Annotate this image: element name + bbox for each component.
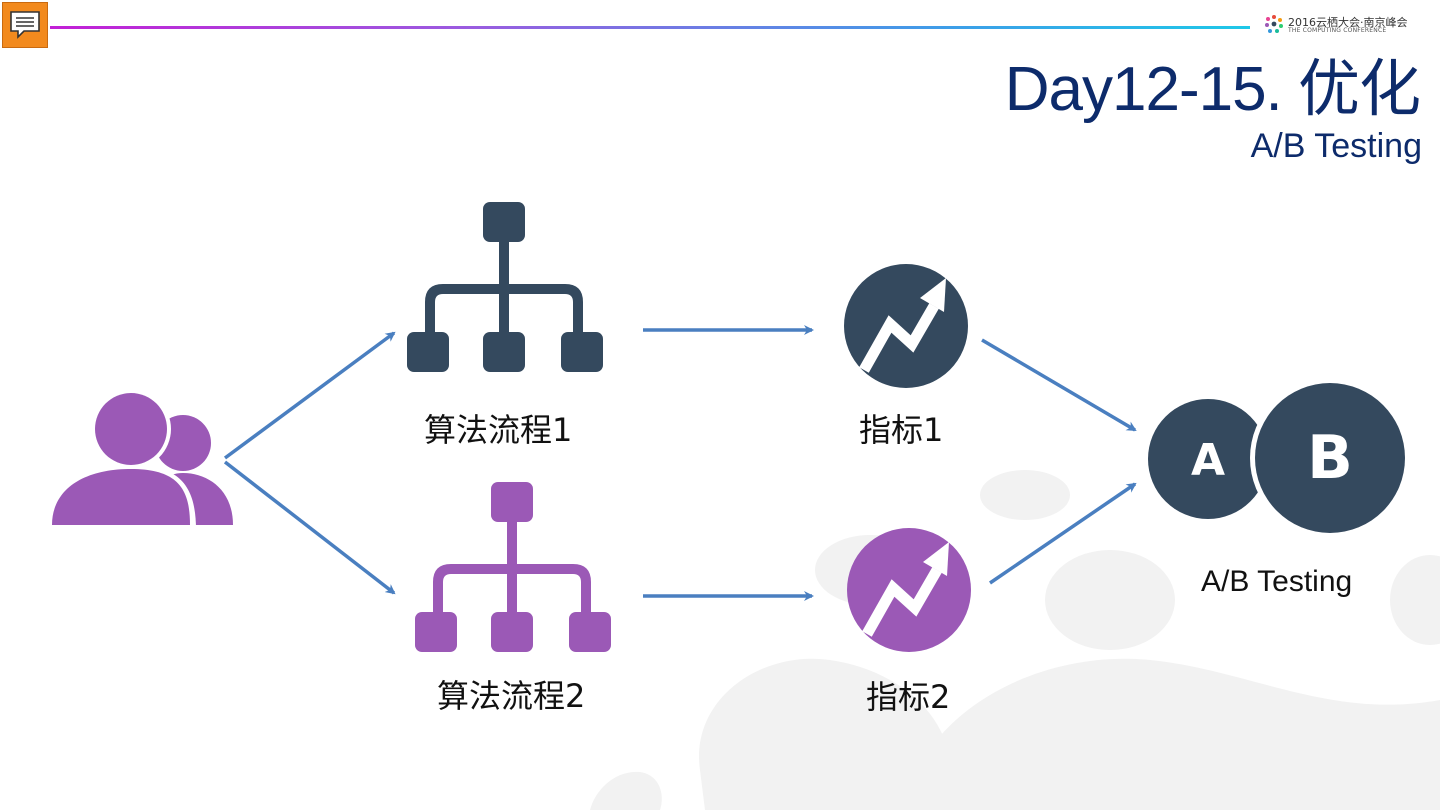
- metric1-label: 指标1: [859, 411, 944, 449]
- arrow-metric1-to-ab: [981, 338, 1137, 432]
- conference-logo-title: 2016云栖大会·南京峰会: [1288, 16, 1408, 29]
- metric2-label: 指标2: [866, 678, 951, 716]
- ab-testing-label: A/B Testing: [1201, 565, 1353, 598]
- flow2-label: 算法流程2: [437, 677, 586, 715]
- hierarchy-icon-flow2: [415, 482, 611, 652]
- hierarchy-icon-flow1: [407, 202, 603, 372]
- arrow-users-to-flow2: [223, 460, 396, 595]
- ab-testing-icon: A B: [1148, 380, 1410, 536]
- flow1-label: 算法流程1: [424, 411, 573, 449]
- slide-title: Day12-15. 优化: [1004, 55, 1421, 124]
- comment-icon: [10, 11, 40, 39]
- header-gradient-line: [50, 26, 1250, 29]
- arrow-metric2-to-ab: [989, 482, 1137, 585]
- conference-logo-icon: [1265, 15, 1283, 33]
- trend-icon-metric2: [847, 528, 971, 652]
- conference-logo-subtitle: THE COMPUTING CONFERENCE: [1288, 27, 1387, 34]
- conference-logo: 2016云栖大会·南京峰会 THE COMPUTING CONFERENCE: [1262, 12, 1412, 38]
- arrow-users-to-flow1: [223, 331, 396, 460]
- trend-icon-metric1: [844, 264, 968, 388]
- ab-letter-b: B: [1307, 423, 1353, 493]
- users-icon: [48, 389, 233, 530]
- ab-letter-a: A: [1191, 435, 1225, 486]
- comment-button[interactable]: [2, 2, 48, 48]
- slide-subtitle: A/B Testing: [1250, 127, 1422, 165]
